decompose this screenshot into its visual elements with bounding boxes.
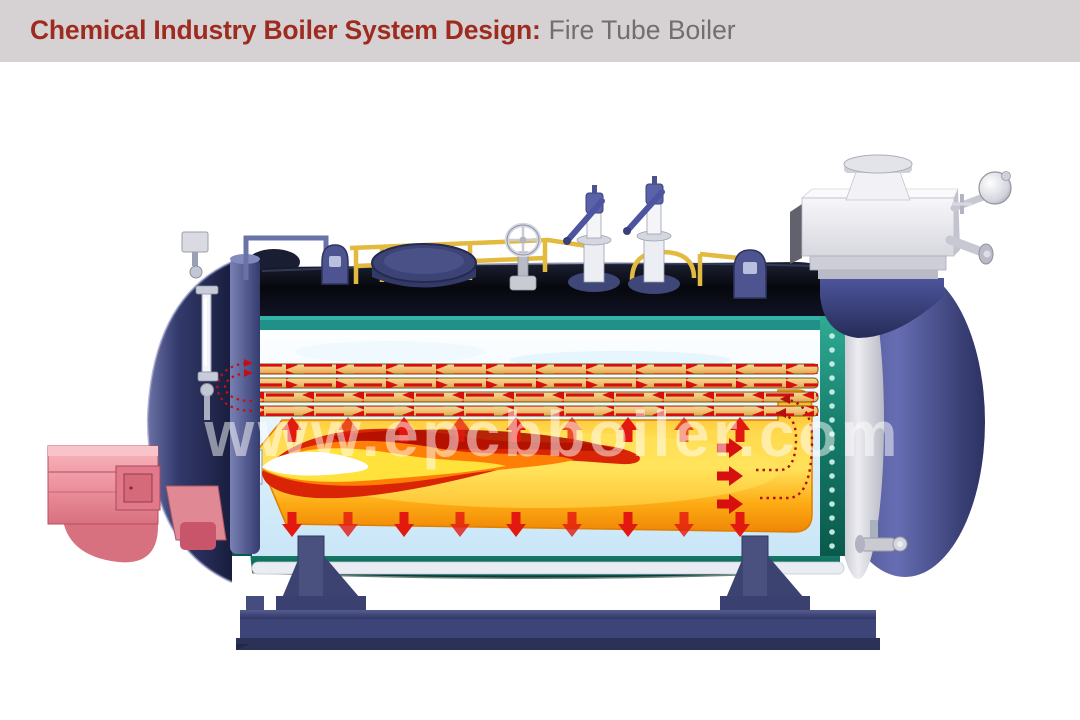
cutaway-interior: [232, 316, 845, 556]
saddle-support-rear: [720, 535, 810, 610]
page-title-regular: Fire Tube Boiler: [548, 14, 736, 45]
page-title-emphasis: Chemical Industry Boiler System Design:: [30, 14, 541, 45]
handwheel-valve: [504, 222, 542, 291]
manhole-cover: [371, 243, 477, 288]
water-level-gauge: [181, 231, 219, 420]
watermark-text: www.epcbboiler.com: [204, 398, 900, 470]
steam-outlet-neck: [845, 171, 911, 201]
steam-outlet-flange: [843, 154, 913, 174]
steam-cloud: [295, 341, 485, 363]
lifting-lug-rear: [733, 249, 767, 299]
fire-tube-pass2: [249, 391, 819, 417]
blowdown-valve: [855, 520, 908, 553]
burner-bracket-stub: [180, 522, 216, 550]
burner: [47, 445, 227, 563]
base-pipe: [251, 561, 845, 575]
safety-valve-lever: [625, 189, 665, 233]
steam-valve-saddle: [820, 278, 944, 338]
reversal-chamber-flow: [717, 394, 814, 514]
header-bar: Chemical Industry Boiler System Design: …: [0, 0, 1080, 62]
gauge-fitting: [950, 171, 1012, 214]
main-steam-valve: [790, 154, 1012, 338]
steam-valve-body: [801, 197, 955, 257]
front-gas-turn: [216, 359, 253, 413]
side-stub-valve: [945, 235, 994, 265]
safety-valve-2: [623, 176, 680, 294]
front-smoke-pipe: [230, 258, 260, 554]
support-skid: [236, 535, 880, 650]
instrument-box: [181, 231, 209, 253]
lifting-lug-front: [321, 244, 349, 285]
safety-valve-lever: [565, 198, 605, 243]
safety-valve-1: [563, 185, 620, 292]
skid-beam: [236, 596, 880, 650]
fire-tube-pass3: [249, 363, 819, 389]
fire-tubes: [249, 363, 819, 417]
saddle-support-front: [276, 535, 366, 610]
